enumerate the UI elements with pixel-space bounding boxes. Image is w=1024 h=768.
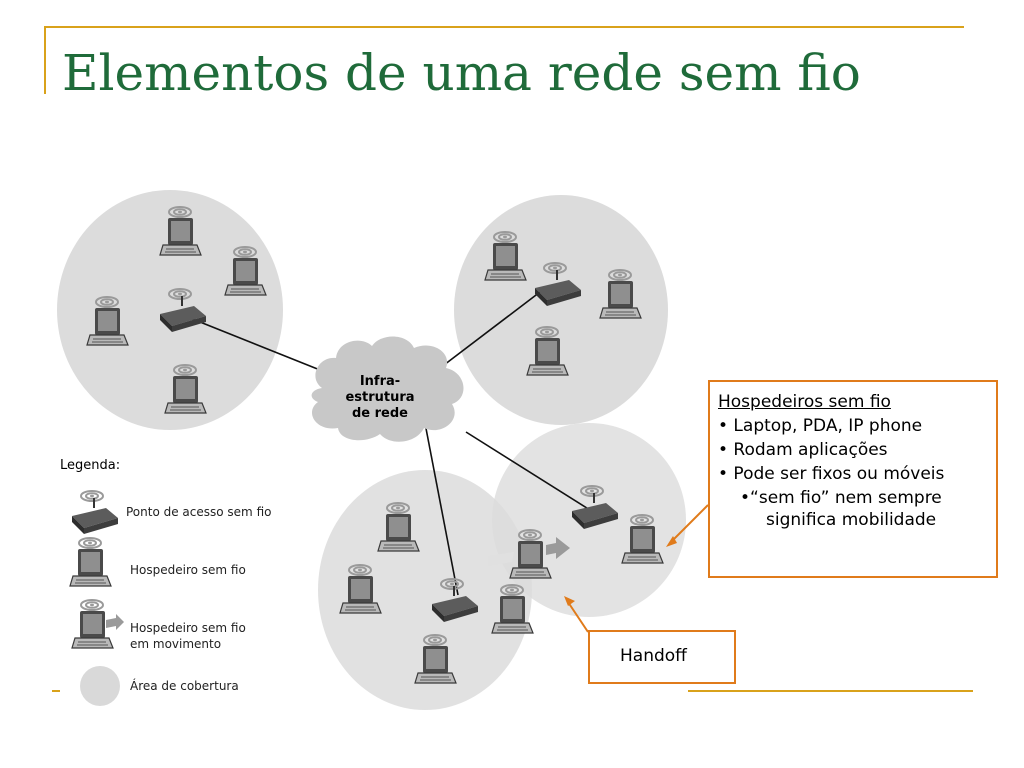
callout-item: • Pode ser fixos ou móveis — [718, 464, 945, 484]
cloud-label-line2: de rede — [352, 406, 408, 421]
legend-access-point-icon — [72, 491, 118, 534]
legend-label-access-point: Ponto de acesso sem fio — [126, 505, 272, 519]
legend-label-wireless-host: Hospedeiro sem fio — [130, 563, 246, 577]
callout-heading: Hospedeiros sem fio — [718, 392, 891, 412]
legend-title: Legenda: — [60, 458, 121, 473]
slide-title: Elementos de uma rede sem fio — [62, 44, 861, 102]
frame-bottom-rule-right — [688, 690, 973, 692]
legend-wireless-host-icon — [70, 538, 111, 586]
cloud-label: Infra-estrutura de rede — [330, 374, 430, 422]
callout-pointer — [669, 504, 709, 544]
legend-label-moving-host: Hospedeiro sem fio em movimento — [130, 620, 246, 652]
legend-label-moving-host-line2: em movimento — [130, 637, 222, 651]
callout-subitem-line2: significa mobilidade — [766, 510, 937, 530]
cloud-label-line1: Infra-estrutura — [345, 374, 415, 405]
legend-coverage-area-icon — [80, 666, 120, 706]
coverage-area-top-left — [57, 190, 283, 430]
handoff-label: Handoff — [620, 646, 687, 666]
frame-bottom-rule-left — [52, 690, 60, 692]
coverage-area-bottom — [318, 470, 532, 710]
legend-label-moving-host-line1: Hospedeiro sem fio — [130, 621, 246, 635]
network-links — [189, 291, 591, 596]
handoff-callout: Handoff — [588, 630, 736, 684]
callout-item: • Laptop, PDA, IP phone — [718, 416, 923, 436]
legend-motion-arrow-icon — [106, 614, 124, 630]
callout-item: • Rodam aplicações — [718, 440, 888, 460]
motion-arrow-icon — [546, 537, 570, 559]
frame-top-rule — [44, 26, 964, 28]
callout-arrowhead-icon — [666, 536, 677, 547]
callout-subitem-line1: •“sem fio” nem sempre — [740, 488, 942, 508]
legend-label-coverage-area: Área de cobertura — [130, 679, 239, 693]
motion-trail-icon — [488, 552, 514, 566]
wireless-hosts-callout: Hospedeiros sem fio • Laptop, PDA, IP ph… — [708, 380, 998, 578]
handoff-pointer — [567, 601, 589, 633]
frame-left-rule — [44, 26, 46, 94]
network-infrastructure-cloud — [311, 336, 464, 442]
handoff-arrowhead-icon — [564, 596, 575, 606]
